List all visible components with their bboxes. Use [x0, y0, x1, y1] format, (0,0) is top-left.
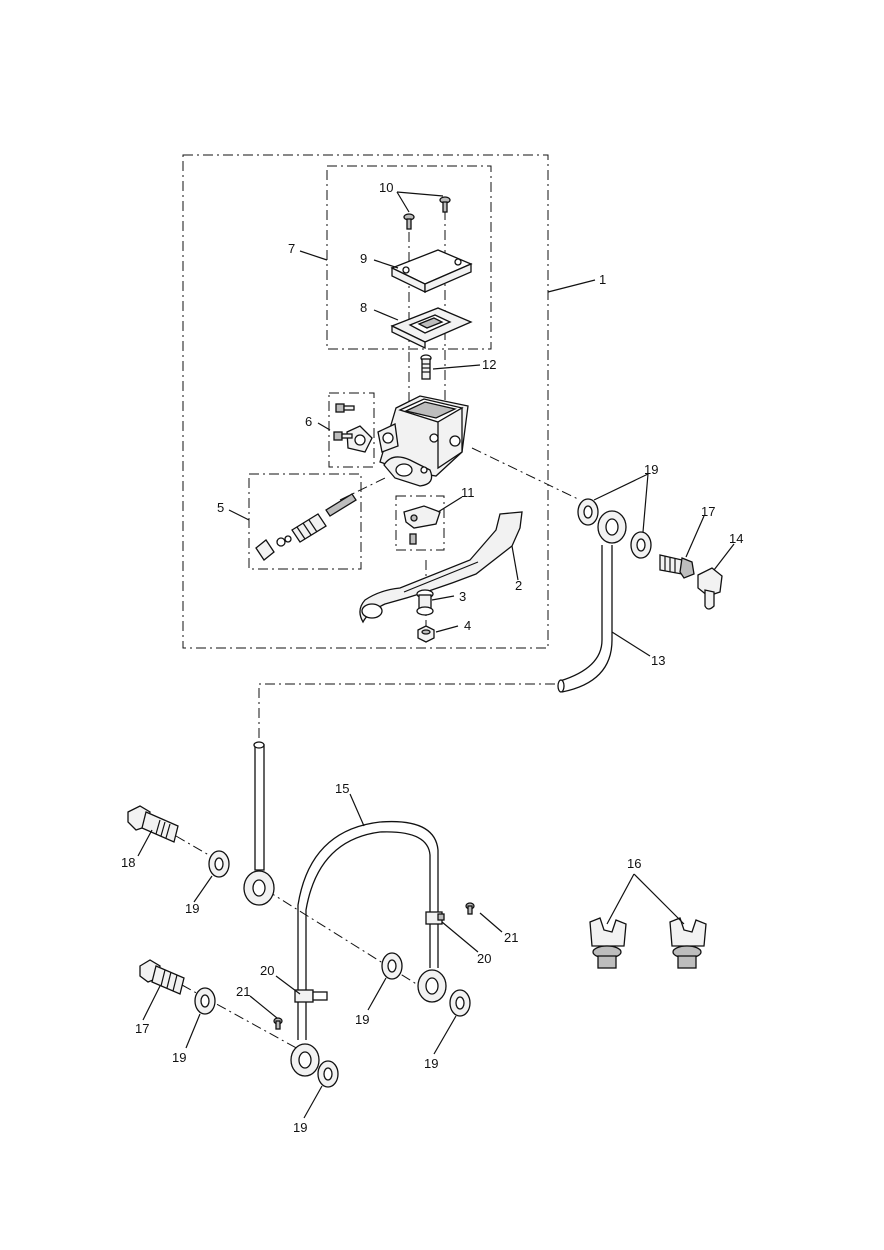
callout-17-lower: 17 — [135, 1021, 149, 1036]
banjo-bolt-17a — [659, 554, 695, 579]
callout-10: 10 — [379, 180, 393, 195]
axis-line-18 — [175, 835, 215, 859]
hose-link-line — [258, 683, 555, 745]
diaphragm-8 — [390, 307, 473, 350]
master-cylinder-body — [377, 395, 469, 487]
callout-21-left: 21 — [236, 984, 250, 999]
screw-21b — [273, 1017, 283, 1030]
callout-19-upper: 19 — [644, 462, 658, 477]
reservoir-box-7 — [326, 165, 492, 350]
callout-19-lower-left: 19 — [172, 1050, 186, 1065]
callout-14: 14 — [729, 531, 743, 546]
callout-19-middle: 19 — [355, 1012, 369, 1027]
callout-9: 9 — [360, 251, 367, 266]
callout-12: 12 — [482, 357, 496, 372]
callout-4: 4 — [464, 618, 471, 633]
assembly-box-1 — [182, 154, 549, 649]
banjo-bolt-17b — [139, 959, 185, 995]
clamp-bolt-lower — [333, 431, 353, 441]
callout-7: 7 — [288, 241, 295, 256]
screw-10b — [439, 196, 451, 213]
pressure-switch-14 — [697, 567, 723, 610]
callout-13: 13 — [651, 653, 665, 668]
callout-19-lower-right: 19 — [424, 1056, 438, 1071]
brake-lever-2 — [359, 511, 523, 624]
banjo-bolt-18 — [127, 805, 179, 843]
hose-clip-20a — [425, 911, 445, 925]
reservoir-cap-9 — [390, 249, 473, 294]
washer-19b — [630, 531, 652, 559]
bleed-valve-16a — [589, 917, 627, 969]
callout-15: 15 — [335, 781, 349, 796]
screw-21a — [465, 902, 475, 915]
clamp-6 — [346, 425, 373, 453]
brake-hose-13 — [557, 510, 627, 693]
callout-3: 3 — [459, 589, 466, 604]
clamp-bolt-upper — [335, 403, 355, 413]
axis-line-banjo — [471, 447, 581, 501]
washer-19c — [208, 850, 230, 878]
piston-box-5 — [248, 473, 362, 570]
pivot-bolt-3 — [416, 589, 434, 616]
callout-1: 1 — [599, 272, 606, 287]
hose-clip-20b — [294, 989, 328, 1003]
callout-19-left: 19 — [185, 901, 199, 916]
washer-19f — [449, 989, 471, 1017]
callout-6: 6 — [305, 414, 312, 429]
bleed-valve-16b — [669, 917, 707, 969]
brake-hose-15 — [290, 820, 447, 1077]
callout-17-upper: 17 — [701, 504, 715, 519]
brake-pipe-vertical — [243, 741, 275, 906]
callout-20-left: 20 — [260, 963, 274, 978]
switch-box-11 — [395, 495, 445, 551]
piston-assembly-5 — [255, 493, 357, 561]
nut-4 — [417, 625, 435, 643]
washer-19g — [317, 1060, 339, 1088]
callout-5: 5 — [217, 500, 224, 515]
callout-18: 18 — [121, 855, 135, 870]
washer-19e — [194, 987, 216, 1015]
washer-19d — [381, 952, 403, 980]
callout-2: 2 — [515, 578, 522, 593]
callout-8: 8 — [360, 300, 367, 315]
callout-20-right: 20 — [477, 951, 491, 966]
pin-12 — [420, 354, 432, 380]
leader-lines — [137, 191, 735, 1119]
callout-19-bottom: 19 — [293, 1120, 307, 1135]
callout-11: 11 — [461, 485, 475, 500]
brake-switch-11 — [403, 505, 441, 545]
screw-10a — [403, 213, 415, 230]
callout-16: 16 — [627, 856, 641, 871]
callout-21-right: 21 — [504, 930, 518, 945]
washer-19a — [577, 498, 599, 526]
